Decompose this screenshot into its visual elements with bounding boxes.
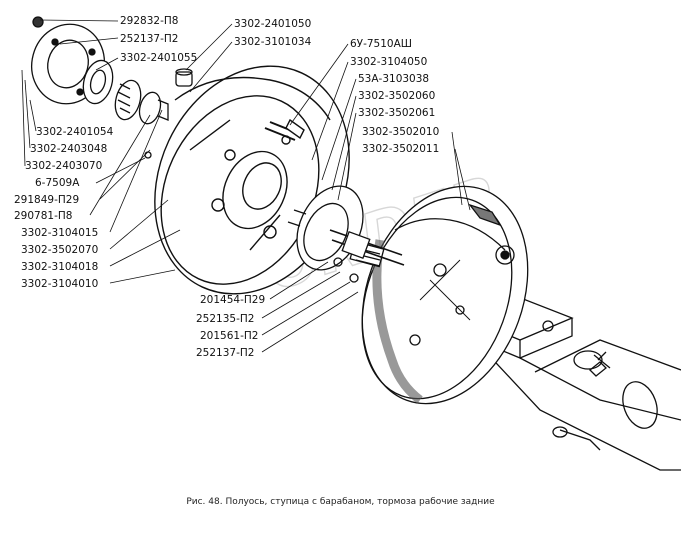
label-bottom-4: 252137-П2 [196, 347, 254, 359]
label-right-6: 3302-3502010 [362, 126, 439, 138]
leader-lines [21, 19, 471, 353]
label-left-1: 292832-П8 [120, 15, 178, 27]
label-bottom-3: 201561-П2 [200, 330, 258, 342]
label-left-6: 3302-2403070 [25, 160, 102, 172]
label-right-2: 3302-3104050 [350, 56, 427, 68]
figure-caption: Рис. 48. Полуось, ступица с барабаном, т… [186, 497, 495, 507]
label-left-2: 252137-П2 [120, 33, 178, 45]
label-right-1: 6У-7510АШ [350, 38, 412, 50]
label-top-2: 3302-3101034 [234, 36, 312, 48]
label-left-13: 3302-3104010 [21, 278, 98, 290]
label-right-4: 3302-3502060 [358, 90, 435, 102]
label-bottom-2: 252135-П2 [196, 313, 254, 325]
label-left-9: 290781-П8 [14, 210, 72, 222]
label-left-3: 3302-2401055 [120, 52, 197, 64]
label-left-7: 6-7509А [35, 177, 80, 189]
label-right-3: 53А-3103038 [358, 73, 429, 85]
brake-assembly [349, 185, 529, 405]
hub-and-bearings [31, 16, 193, 159]
label-left-10: 3302-3104015 [21, 227, 98, 239]
label-left-11: 3302-3502070 [21, 244, 98, 256]
label-bottom-1: 201454-П29 [200, 294, 265, 306]
label-left-4: 3302-2401054 [36, 126, 114, 138]
half-shaft [287, 185, 405, 283]
label-left-8: 291849-П29 [14, 194, 79, 206]
part-labels: 292832-П8 252137-П2 3302-2401055 3302-24… [14, 15, 439, 359]
label-right-7: 3302-3502011 [362, 143, 439, 155]
label-right-5: 3302-3502061 [358, 107, 435, 119]
label-left-5: 3302-2403048 [30, 143, 107, 155]
label-left-12: 3302-3104018 [21, 261, 98, 273]
label-top-1: 3302-2401050 [234, 18, 311, 30]
